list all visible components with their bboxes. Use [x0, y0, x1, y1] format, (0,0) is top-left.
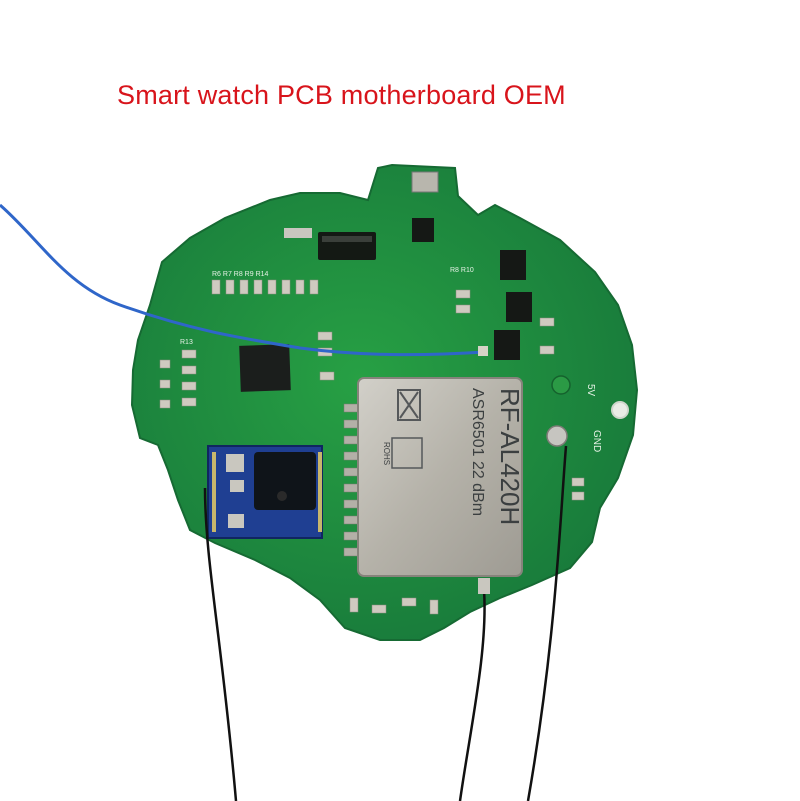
rohs-mark: ROHS	[382, 442, 391, 465]
rf-module-shield	[357, 377, 523, 577]
svg-text:R6 R7 R8 R9 R14: R6 R7 R8 R9 R14	[212, 271, 269, 278]
mounting-hole	[611, 401, 629, 419]
svg-text:R13: R13	[180, 339, 193, 346]
ground-pad-label: GND	[591, 430, 602, 452]
product-caption: Smart watch PCB motherboard OEM	[117, 80, 566, 110]
svg-text:R8 R10: R8 R10	[450, 267, 474, 274]
black-wire-middle	[458, 589, 486, 801]
blue-antenna-wire	[0, 203, 486, 357]
black-wire-left	[203, 487, 238, 801]
qfn-chip	[239, 344, 291, 392]
power-pad	[551, 375, 571, 395]
rf-module-part-number: RF-AL420H	[495, 388, 525, 525]
ground-pad	[546, 425, 568, 447]
rf-module-chip-spec: ASR6501 22 dBm	[469, 388, 486, 516]
black-wire-right	[526, 445, 568, 801]
power-pad-label: 5V	[585, 384, 596, 397]
